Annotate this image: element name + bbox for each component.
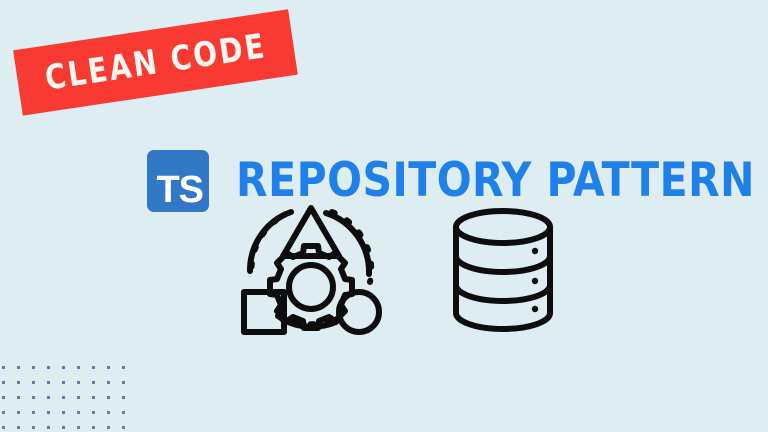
dot-grid-dot bbox=[77, 426, 80, 429]
dot-grid-dot bbox=[17, 366, 20, 369]
dot-grid-decoration bbox=[2, 366, 125, 429]
dot-grid-dot bbox=[32, 426, 35, 429]
db-bottom-arc bbox=[453, 310, 553, 332]
dot-grid-dot bbox=[92, 366, 95, 369]
clean-code-ribbon: CLEAN CODE bbox=[13, 9, 298, 116]
dot-grid-dot bbox=[107, 366, 110, 369]
db-indicator-dot-3 bbox=[531, 305, 539, 313]
arc-right-solid bbox=[323, 210, 373, 277]
dot-grid-dot bbox=[62, 366, 65, 369]
dot-grid-dot bbox=[62, 426, 65, 429]
dot-grid-dot bbox=[17, 426, 20, 429]
db-top-ellipse bbox=[453, 208, 553, 246]
page-title: REPOSITORY PATTERN bbox=[236, 153, 755, 209]
typescript-logo-label: TS bbox=[156, 168, 204, 211]
dot-grid-dot bbox=[62, 411, 65, 414]
db-tier-1-arc bbox=[453, 253, 553, 275]
dot-grid-dot bbox=[77, 411, 80, 414]
dot-grid-dot bbox=[107, 426, 110, 429]
title-row: TS REPOSITORY PATTERN bbox=[147, 126, 768, 236]
gear-shape bbox=[267, 243, 355, 331]
db-tier-2-arc bbox=[453, 282, 553, 304]
dot-grid-dot bbox=[122, 381, 125, 384]
dot-grid-dot bbox=[2, 366, 5, 369]
dot-grid-dot bbox=[47, 396, 50, 399]
dot-grid-dot bbox=[47, 426, 50, 429]
typescript-logo-icon: TS bbox=[147, 149, 209, 212]
dot-grid-dot bbox=[2, 396, 5, 399]
dot-grid-dot bbox=[122, 411, 125, 414]
square-shape bbox=[241, 289, 287, 335]
db-indicator-dot-2 bbox=[531, 277, 539, 285]
dot-grid-dot bbox=[17, 396, 20, 399]
dot-grid-dot bbox=[62, 381, 65, 384]
dot-grid-dot bbox=[17, 411, 20, 414]
arc-left-solid bbox=[246, 211, 289, 274]
design-pattern-gear-shapes-icon bbox=[241, 205, 382, 335]
dot-grid-dot bbox=[122, 426, 125, 429]
dot-grid-dot bbox=[47, 411, 50, 414]
dot-grid-dot bbox=[92, 426, 95, 429]
clean-code-ribbon-label: CLEAN CODE bbox=[42, 26, 269, 99]
dot-grid-dot bbox=[107, 381, 110, 384]
dot-grid-dot bbox=[47, 366, 50, 369]
triangle-shape bbox=[280, 205, 342, 259]
dot-grid-dot bbox=[17, 381, 20, 384]
dot-grid-dot bbox=[107, 396, 110, 399]
dot-grid-dot bbox=[62, 396, 65, 399]
dot-grid-dot bbox=[77, 366, 80, 369]
dot-grid-dot bbox=[92, 411, 95, 414]
database-cylinder-icon bbox=[453, 208, 553, 332]
dot-grid-dot bbox=[32, 396, 35, 399]
dot-grid-dot bbox=[2, 381, 5, 384]
dot-grid-dot bbox=[32, 366, 35, 369]
dot-grid-dot bbox=[92, 396, 95, 399]
dot-grid-dot bbox=[77, 396, 80, 399]
dot-grid-dot bbox=[32, 381, 35, 384]
dot-grid-dot bbox=[122, 396, 125, 399]
db-indicator-dot-1 bbox=[531, 247, 539, 255]
dot-grid-dot bbox=[47, 381, 50, 384]
dot-grid-dot bbox=[32, 411, 35, 414]
dot-grid-dot bbox=[122, 366, 125, 369]
gear-hub bbox=[286, 262, 336, 312]
dot-grid-dot bbox=[77, 381, 80, 384]
dot-grid-dot bbox=[107, 411, 110, 414]
dot-grid-dot bbox=[92, 381, 95, 384]
circle-shape bbox=[336, 289, 382, 335]
dot-grid-dot bbox=[2, 426, 5, 429]
dot-grid-dot bbox=[2, 411, 5, 414]
